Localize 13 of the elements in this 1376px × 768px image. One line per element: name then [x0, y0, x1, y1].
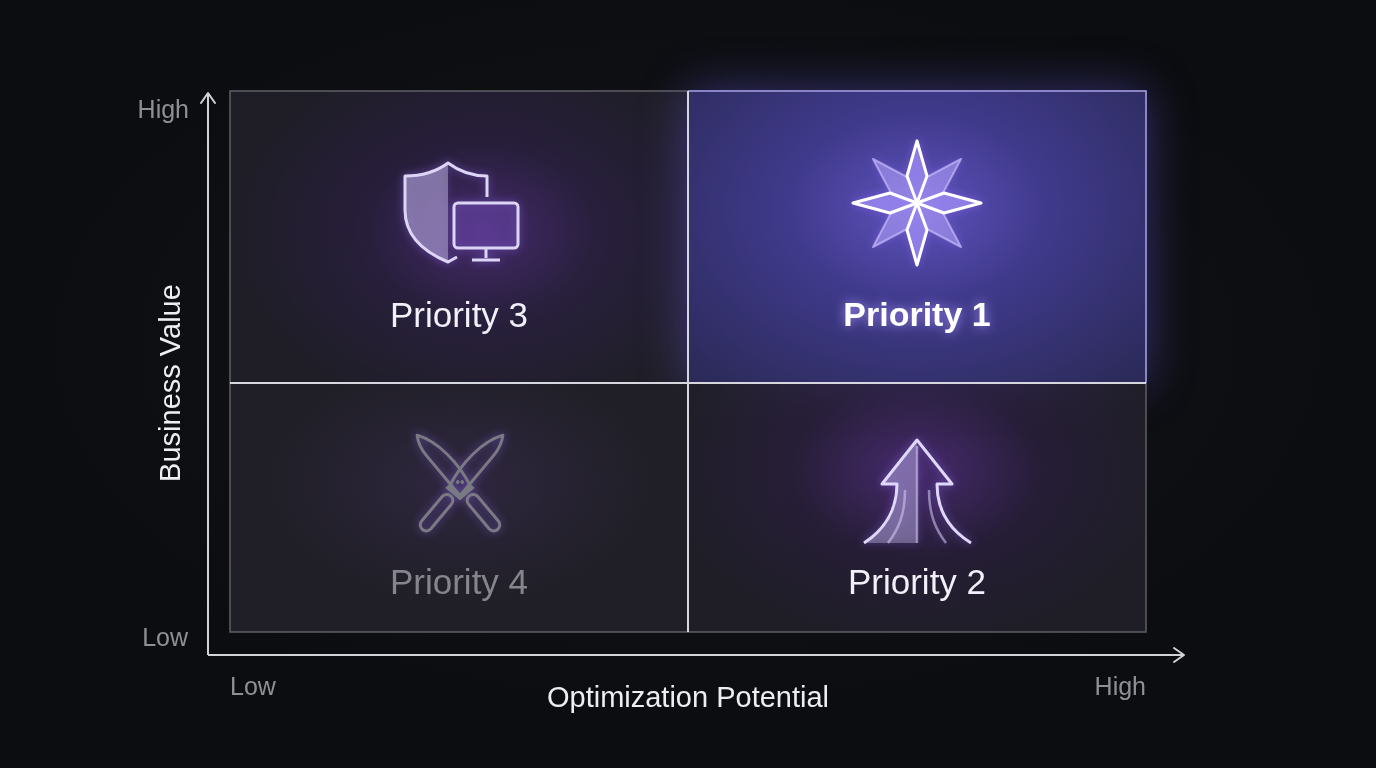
- axis-title: Optimization Potential: [546, 682, 830, 714]
- axis-title: Business Value: [155, 284, 187, 482]
- quadrant-label: Priority 2: [847, 563, 987, 602]
- quadrant-panel: [230, 91, 688, 383]
- axis-tick-label: High: [137, 96, 189, 124]
- axis-tick-label: High: [1094, 673, 1146, 701]
- quadrant-label: Priority 3: [389, 296, 529, 335]
- quadrant-panel: [688, 383, 1146, 632]
- quadrant-label: Priority 4: [389, 563, 529, 602]
- axis-tick-label: Low: [230, 673, 276, 701]
- quadrant-panel: [230, 383, 688, 632]
- axis-tick-label: Low: [142, 624, 188, 652]
- quadrant-label: Priority 1: [843, 296, 991, 334]
